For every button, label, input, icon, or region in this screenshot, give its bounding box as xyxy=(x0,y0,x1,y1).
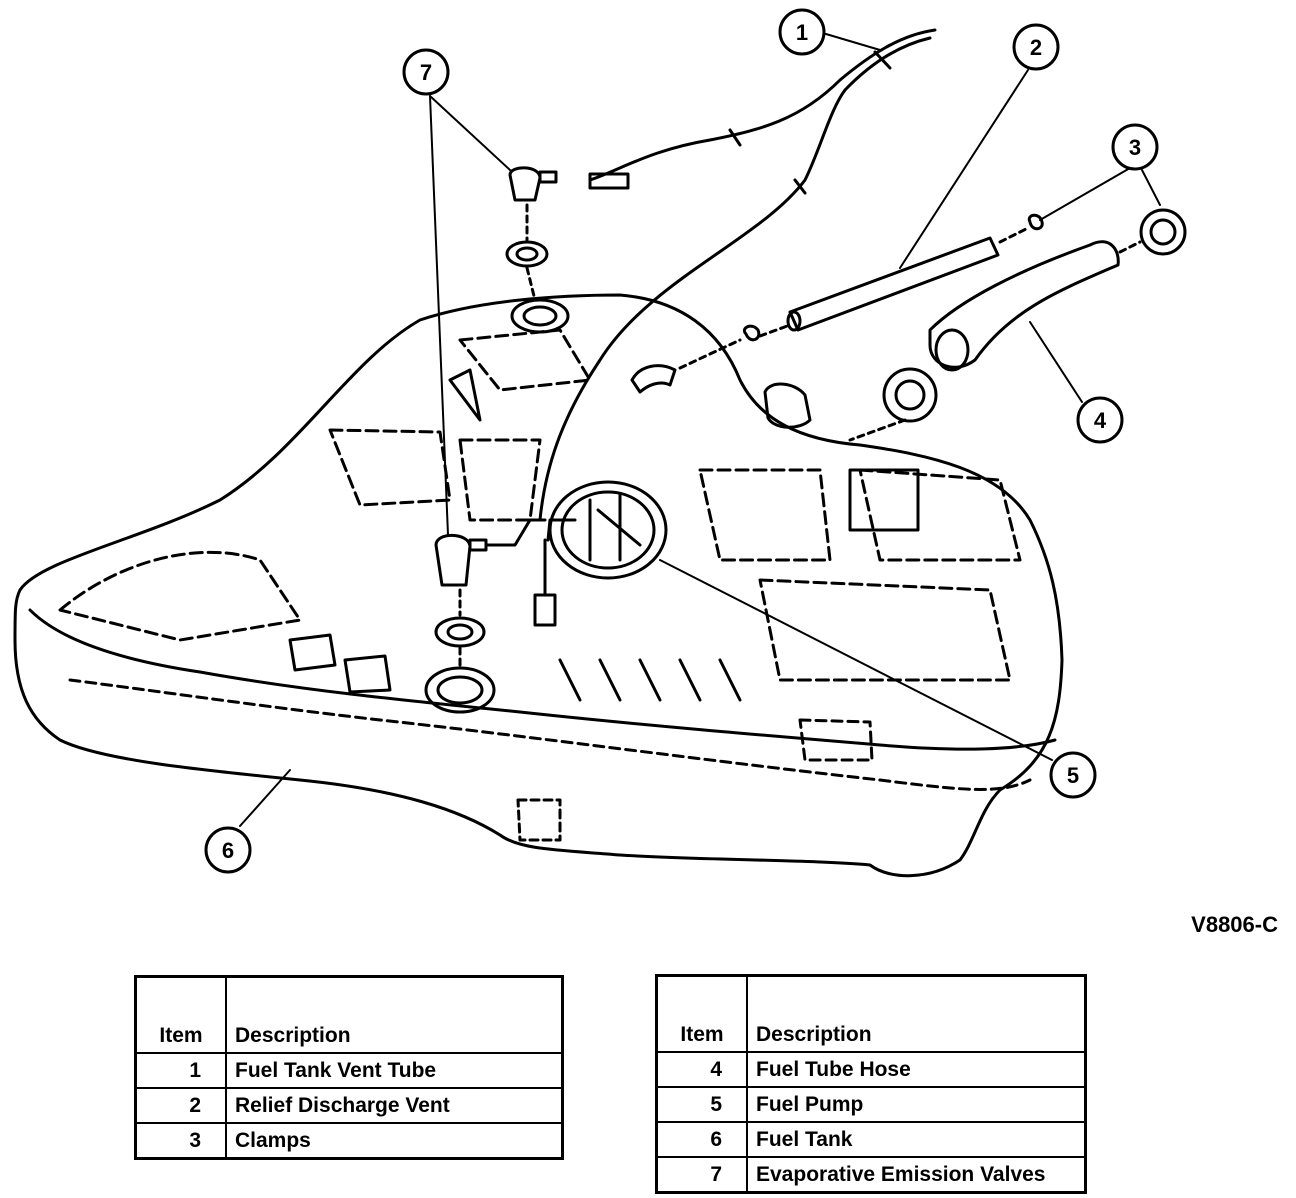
legend-header-item: Item xyxy=(134,975,227,1054)
table-row: 1 Fuel Tank Vent Tube xyxy=(134,1052,564,1089)
legend-item-description: Fuel Tank Vent Tube xyxy=(225,1052,564,1089)
legend-item-number: 3 xyxy=(134,1122,227,1160)
legend-item-description: Clamps xyxy=(225,1122,564,1160)
legend-item-description: Fuel Pump xyxy=(746,1086,1087,1123)
legend-item-description: Evaporative Emission Valves xyxy=(746,1156,1087,1194)
fuel-system-diagram: 1 2 3 4 5 6 7 xyxy=(13,8,1187,878)
legend-header-row: Item Description xyxy=(134,975,564,1054)
legend-table-left: Item Description 1 Fuel Tank Vent Tube 2… xyxy=(134,975,564,1160)
svg-text:4: 4 xyxy=(1094,408,1107,433)
svg-text:5: 5 xyxy=(1067,763,1079,788)
legend-item-description: Relief Discharge Vent xyxy=(225,1087,564,1124)
legend-header-description: Description xyxy=(225,975,564,1054)
callout-3: 3 xyxy=(1111,123,1159,171)
legend-item-number: 1 xyxy=(134,1052,227,1089)
callout-4: 4 xyxy=(1076,396,1124,444)
table-row: 7 Evaporative Emission Valves xyxy=(655,1156,1087,1194)
callout-7: 7 xyxy=(402,48,450,96)
legend-header-row: Item Description xyxy=(655,974,1087,1053)
legend-item-description: Fuel Tube Hose xyxy=(746,1051,1087,1088)
legend-item-number: 5 xyxy=(655,1086,748,1123)
svg-text:6: 6 xyxy=(222,838,234,863)
svg-text:7: 7 xyxy=(420,60,432,85)
table-row: 2 Relief Discharge Vent xyxy=(134,1087,564,1124)
legend-item-number: 6 xyxy=(655,1121,748,1158)
legend-header-item: Item xyxy=(655,974,748,1053)
legend-item-number: 7 xyxy=(655,1156,748,1194)
callout-6: 6 xyxy=(204,826,252,874)
table-row: 4 Fuel Tube Hose xyxy=(655,1051,1087,1088)
table-row: 3 Clamps xyxy=(134,1122,564,1160)
legend-header-description: Description xyxy=(746,974,1087,1053)
table-row: 5 Fuel Pump xyxy=(655,1086,1087,1123)
table-row: 6 Fuel Tank xyxy=(655,1121,1087,1158)
callout-5: 5 xyxy=(1049,751,1097,799)
figure-reference-code: V8806-C xyxy=(1191,912,1278,937)
legend-item-description: Fuel Tank xyxy=(746,1121,1087,1158)
callout-1: 1 xyxy=(778,8,826,56)
legend-item-number: 4 xyxy=(655,1051,748,1088)
fuel-pump-ring xyxy=(548,480,668,580)
callout-2: 2 xyxy=(1012,23,1060,71)
fuel-tank-outline xyxy=(13,293,1064,878)
legend-item-number: 2 xyxy=(134,1087,227,1124)
svg-text:2: 2 xyxy=(1030,35,1042,60)
legend-table-right: Item Description 4 Fuel Tube Hose 5 Fuel… xyxy=(655,974,1087,1194)
svg-text:3: 3 xyxy=(1129,135,1141,160)
svg-text:1: 1 xyxy=(796,20,808,45)
